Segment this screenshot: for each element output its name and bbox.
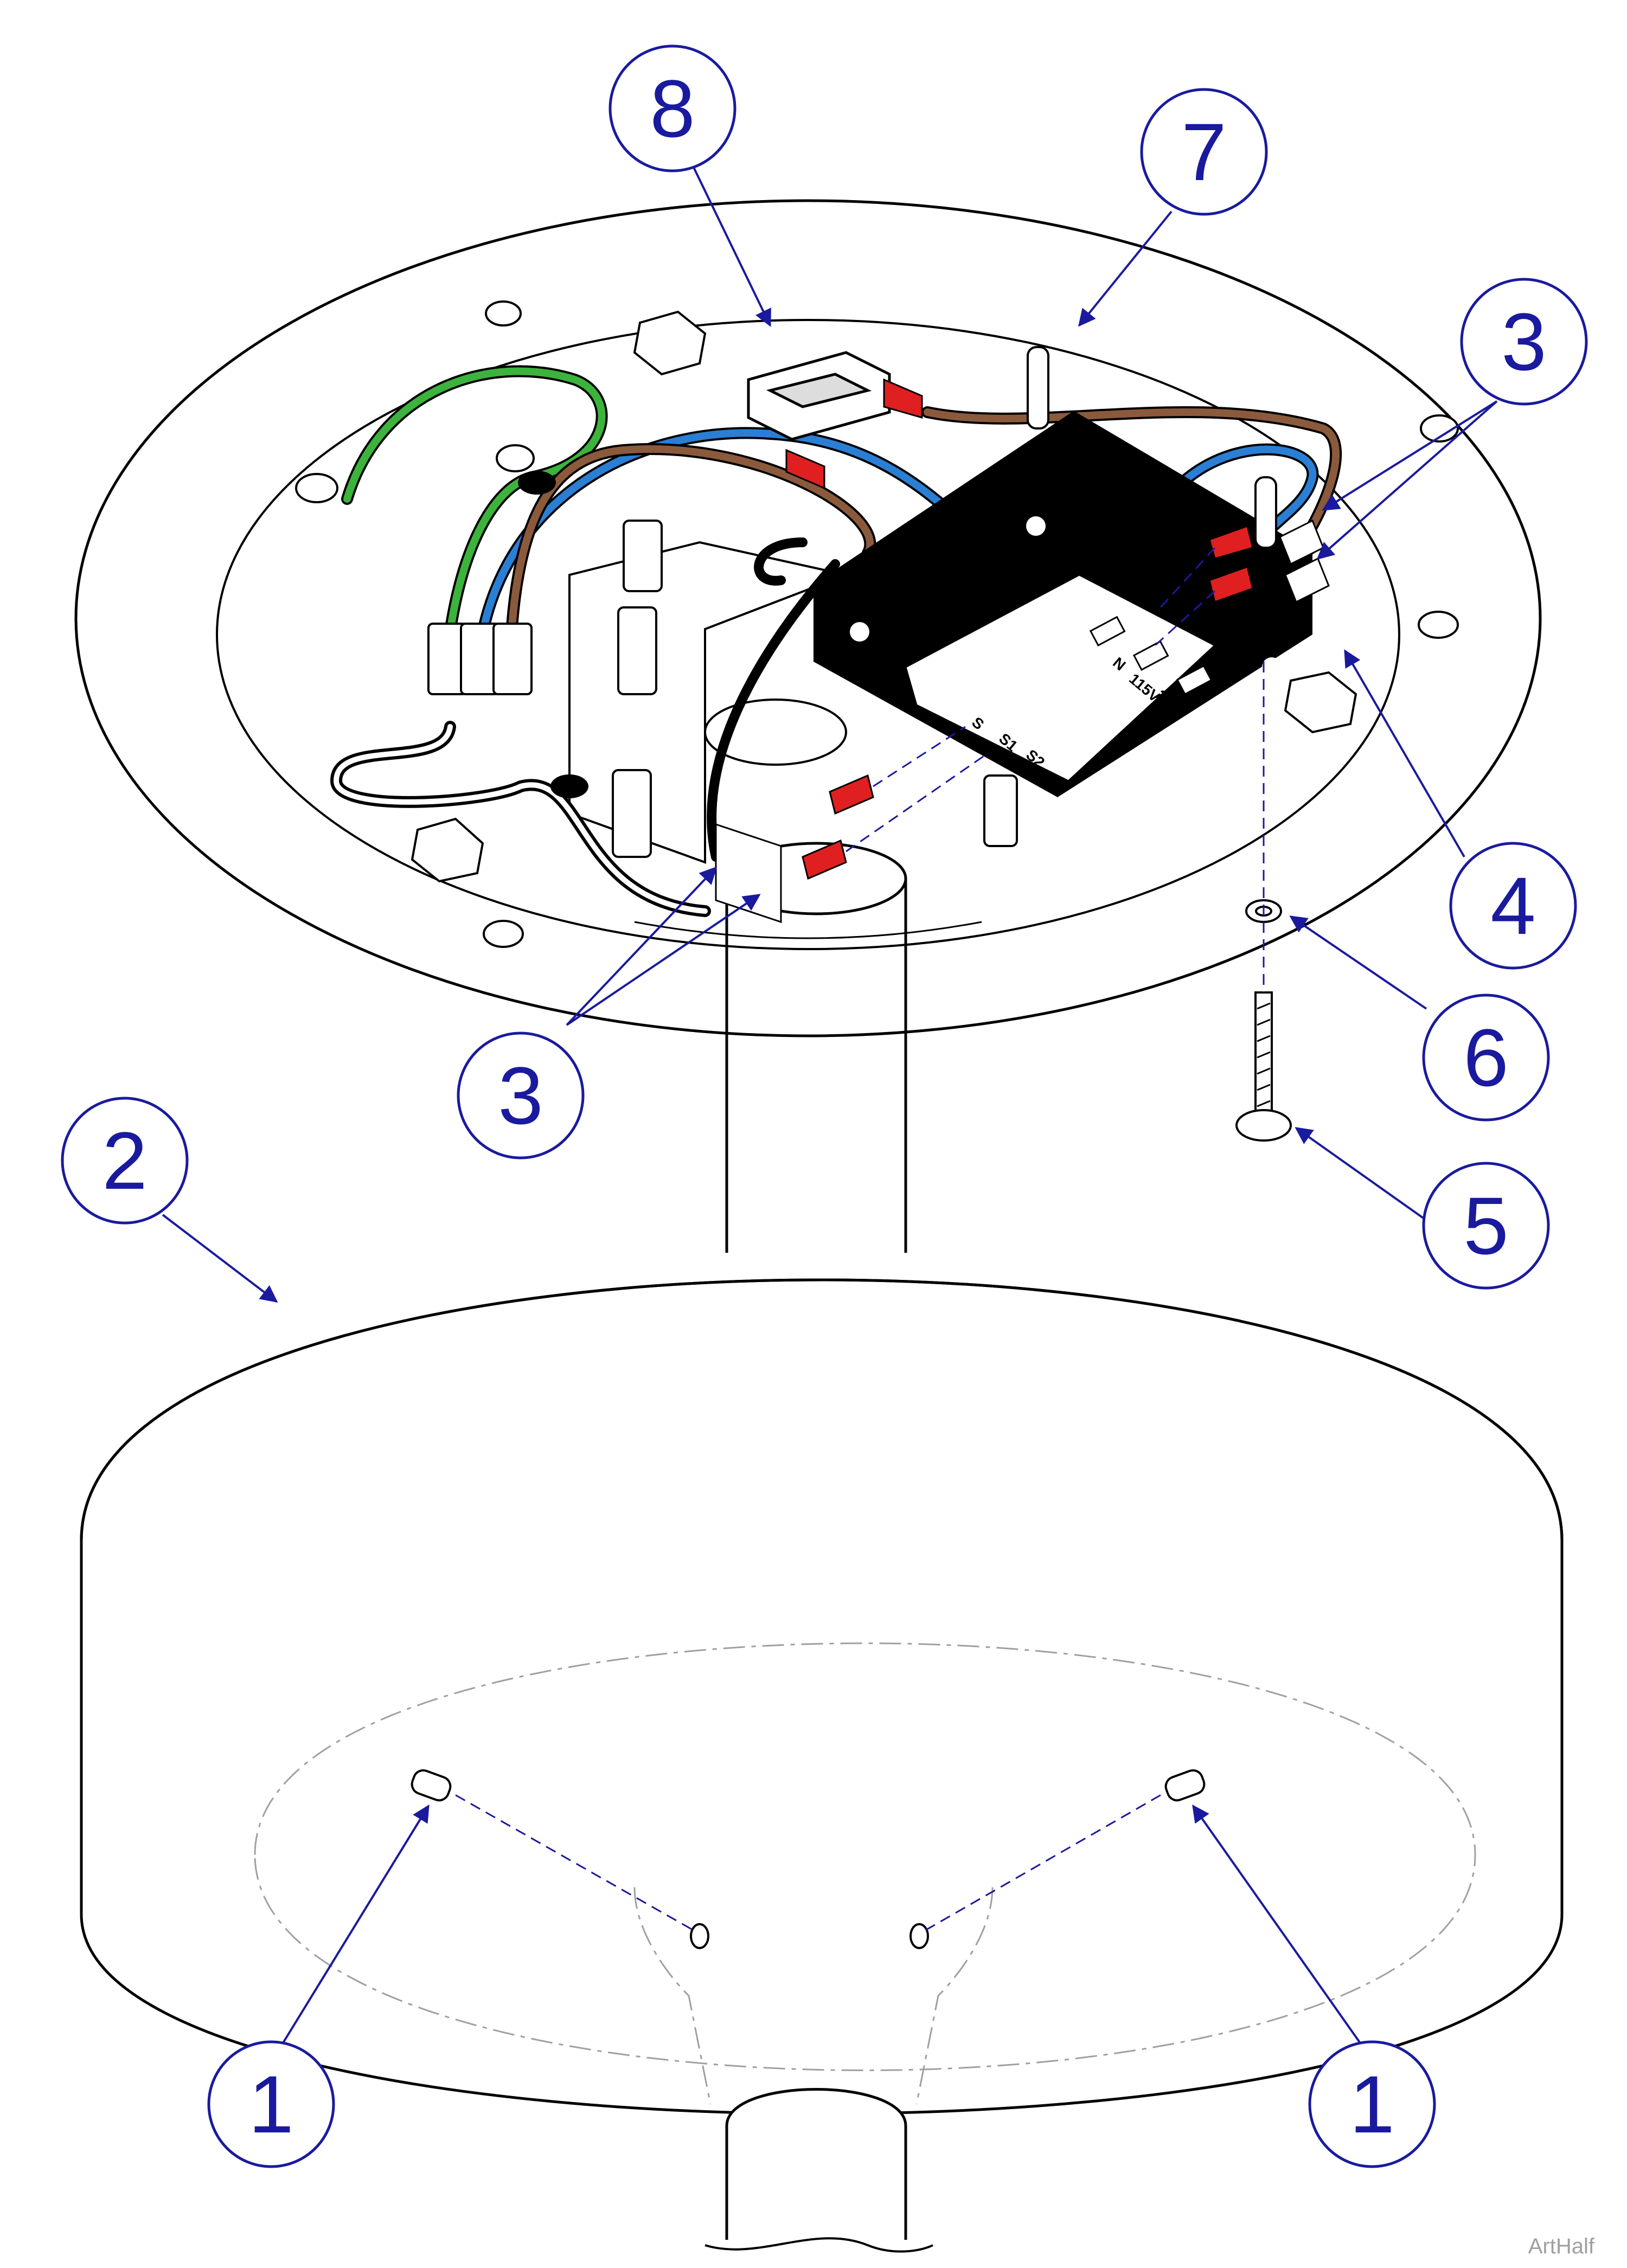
set-screw-assembly-lines [455, 1794, 1161, 1932]
svg-text:3: 3 [1501, 296, 1546, 387]
callout-3-left: 3 [457, 1032, 585, 1159]
svg-text:5: 5 [1463, 1180, 1508, 1271]
black-wire-switch [754, 537, 808, 586]
wire-clamps [518, 471, 588, 798]
spade-connectors [785, 378, 1254, 880]
lower-post [704, 2088, 933, 2253]
svg-text:3: 3 [498, 1050, 543, 1141]
plate-screws [295, 300, 1459, 948]
callout-2: 2 [61, 1097, 189, 1225]
wiring [330, 365, 1342, 917]
connector-assembly-lines [845, 547, 1216, 853]
center-bracket [568, 520, 1018, 864]
set-screws [411, 1769, 1206, 1949]
alignment-pins [1027, 346, 1277, 549]
callout-1-left: 1 [207, 2040, 335, 2168]
plate-hex-nuts [411, 310, 1357, 883]
art-size-label: ArtHalf [1528, 2234, 1595, 2258]
mounting-screw [1235, 991, 1292, 1142]
switch-label-plate [905, 574, 1216, 782]
svg-text:1: 1 [1349, 2059, 1394, 2150]
svg-text:2: 2 [102, 1115, 147, 1206]
svg-text:8: 8 [650, 63, 695, 154]
svg-text:7: 7 [1181, 106, 1226, 197]
svg-text:1: 1 [248, 2059, 293, 2150]
svg-text:6: 6 [1463, 1012, 1508, 1103]
callout-8: 8 [608, 44, 736, 172]
terminal-block [427, 623, 533, 695]
callout-6: 6 [1422, 994, 1550, 1122]
svg-text:4: 4 [1490, 860, 1535, 951]
callout-5: 5 [1422, 1162, 1550, 1290]
callout-3-right: 3 [1460, 278, 1588, 406]
connector-housing [747, 351, 891, 441]
lower-cover [80, 1278, 1564, 2115]
control-box [811, 411, 1315, 797]
callout-1-right: 1 [1308, 2040, 1436, 2168]
callout-leaders [162, 157, 1498, 2046]
callout-4: 4 [1449, 842, 1577, 970]
cover-hidden-lines [254, 1642, 1476, 2105]
black-wire-post [707, 559, 840, 862]
callout-7: 7 [1140, 88, 1268, 216]
